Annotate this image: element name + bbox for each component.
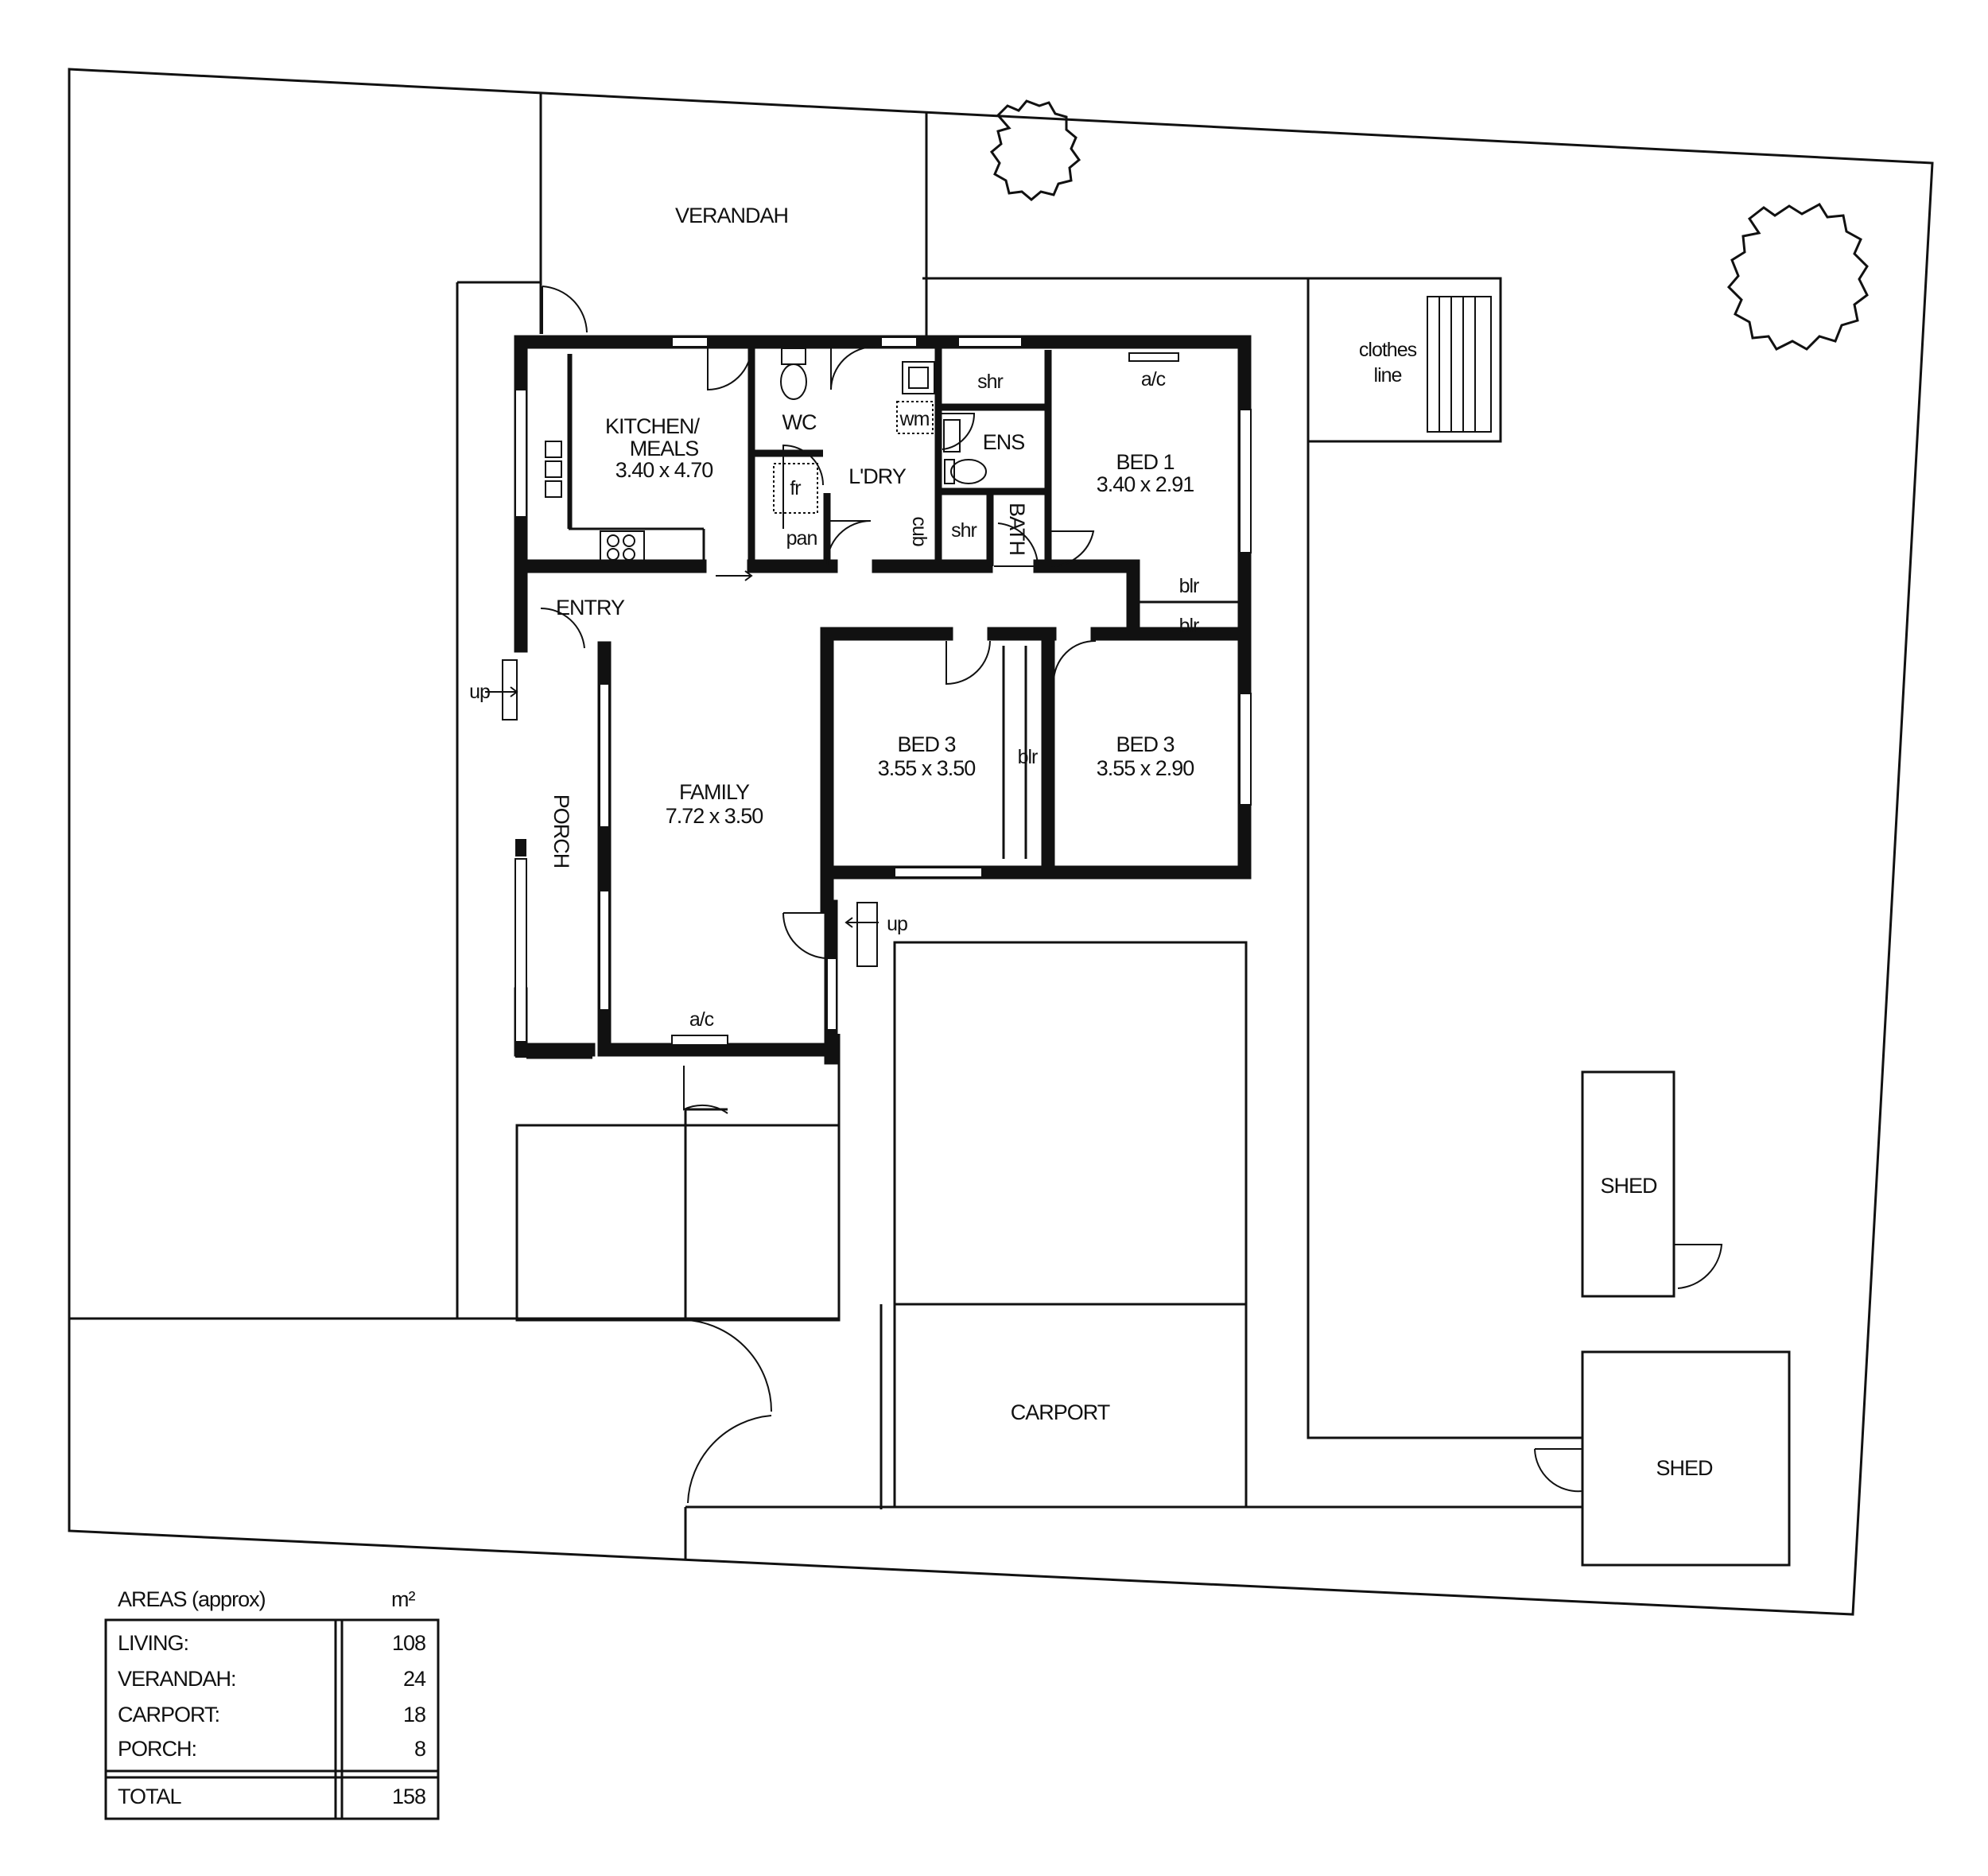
bed3b-dimensions: 3.55 x 2.90 [1097,756,1194,780]
ac-label-2: a/c [689,1008,714,1031]
clothes-line-label-2: line [1374,364,1402,386]
bath-shower-label: shr [951,519,977,542]
tree-icon [989,99,1081,201]
shed-label-1: SHED [1600,1174,1657,1198]
entry-label: ENTRY [556,596,625,620]
carport-outline [893,941,1248,1509]
built-in-robe-label-3: blr [1018,746,1038,768]
ac-unit-2 [671,1035,728,1046]
windows [514,336,1252,1043]
doors [540,346,1723,1504]
verandah-door [542,285,588,334]
steps-up-label-2: up [887,913,907,935]
fridge-label: fr [790,477,801,499]
area-row-value: 18 [403,1703,425,1726]
kitchen-bench [569,354,704,530]
area-row-value: 8 [414,1737,425,1761]
wc-toilet-icon [780,348,807,400]
porch-outline [515,570,592,1059]
ac-label-1: a/c [1141,368,1166,390]
areas-table: AREAS (approx) m² LIVING: 108 VERANDAH: … [104,1587,440,1820]
shed-outline-2 [1581,1350,1791,1567]
shed-outline-1 [1581,1070,1675,1298]
washing-machine-space [896,401,934,434]
laundry-label: L'DRY [848,464,907,488]
area-row-label: VERANDAH: [118,1667,236,1691]
bath-label: BATH [1005,503,1029,555]
family-label: FAMILY [679,780,750,804]
bed3a-label: BED 3 [897,732,955,756]
bed1-label: BED 1 [1116,450,1174,474]
built-in-robe-label-1: blr [1179,575,1199,597]
entry-arrow-icon [716,570,753,581]
clothes-line-label-1: clothes [1359,339,1417,361]
built-in-robe-label-2: blr [1179,615,1199,637]
ensuite-toilet-icon [944,459,987,484]
kitchen-label-2: MEALS [630,437,699,460]
laundry-tub-icon [902,361,935,394]
sink-icon [545,441,562,498]
steps-up-label-1: up [469,681,490,703]
area-total-value: 158 [392,1785,425,1808]
clothes-line-icon [1427,296,1492,433]
washing-machine-label: wm [899,408,930,430]
carport-label: CARPORT [1011,1400,1110,1424]
cupboard-label: cub [908,516,930,546]
area-row-label: CARPORT: [118,1703,219,1726]
bed1-dimensions: 3.40 x 2.91 [1097,472,1194,496]
pantry-label: pan [786,527,817,550]
family-dimensions: 7.72 x 3.50 [666,804,763,828]
porch-label: PORCH [549,794,573,868]
fridge-space [773,463,818,514]
areas-unit: m² [391,1587,415,1611]
garden-beds [515,1108,841,1322]
ensuite-shower-label: shr [977,371,1003,393]
cooktop-icon [600,530,645,564]
ensuite-basin-icon [943,419,961,452]
wc-label: WC [782,410,817,434]
steps-icon [485,659,879,967]
verandah-outline [539,94,928,342]
fence-lines [1307,278,1582,1439]
kitchen-label-1: KITCHEN/ [605,414,701,438]
property-boundary [68,68,1934,1616]
area-row-value: 108 [392,1631,425,1655]
areas-title: AREAS (approx) [118,1587,266,1611]
ensuite-label: ENS [983,430,1025,454]
shed-label-2: SHED [1656,1456,1713,1480]
tree-icon [1726,203,1869,351]
area-row-value: 24 [403,1667,426,1691]
bed3a-dimensions: 3.55 x 3.50 [878,756,976,780]
bed3b-label: BED 3 [1116,732,1174,756]
area-total-label: TOTAL [118,1785,182,1808]
area-row-label: PORCH: [118,1737,196,1761]
area-row-label: LIVING: [118,1631,188,1655]
ac-unit-1 [1128,352,1179,362]
interior-heavy-walls [747,342,1052,566]
verandah-label: VERANDAH [675,204,788,227]
kitchen-dimensions: 3.40 x 4.70 [615,458,713,482]
